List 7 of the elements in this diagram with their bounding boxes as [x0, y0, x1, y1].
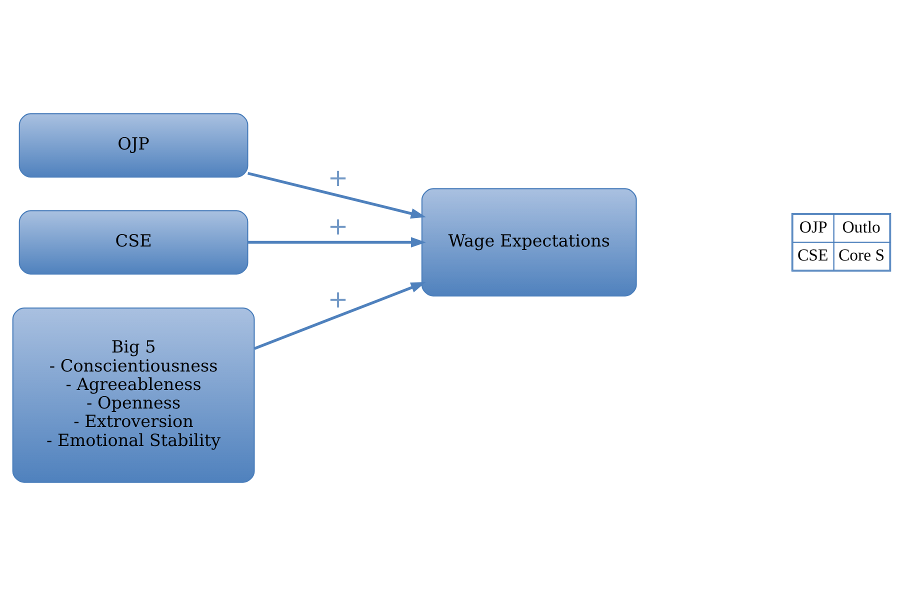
label: OJP — [799, 217, 828, 236]
edge-label: + — [328, 212, 348, 241]
label: Core S — [838, 245, 885, 264]
label: Outlo — [842, 217, 880, 236]
edge-label: + — [328, 164, 348, 192]
edge-label: + — [328, 285, 348, 314]
label: CSE — [797, 245, 828, 264]
